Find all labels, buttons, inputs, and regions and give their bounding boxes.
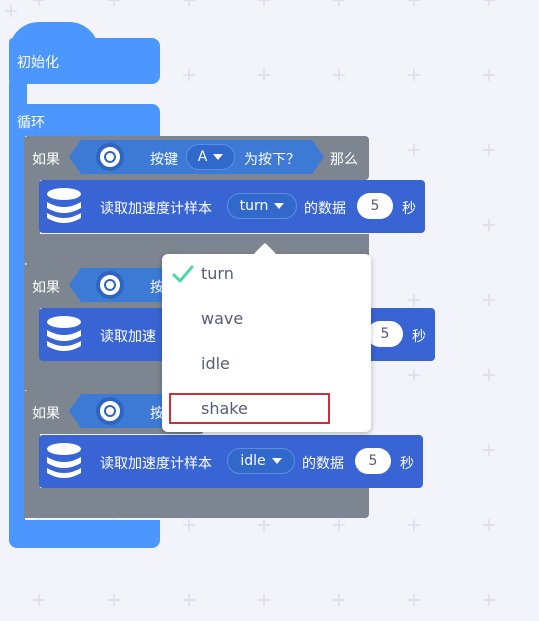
data-label-3: 的数据: [302, 456, 344, 472]
data-label-1: 的数据: [304, 201, 346, 217]
seconds-input-2[interactable]: 5: [367, 321, 403, 347]
loop-block[interactable]: 循环: [9, 104, 160, 136]
loop-label: 循环: [17, 115, 45, 131]
sec-unit-3: 秒: [400, 456, 414, 472]
sample-dropdown-3[interactable]: idle: [227, 448, 295, 474]
menu-item-idle[interactable]: idle: [201, 354, 230, 373]
then-label-1: 那么: [330, 152, 358, 168]
toggle-circle-icon: [96, 271, 124, 299]
button-label-3: 按: [150, 406, 164, 422]
sec-unit-2: 秒: [412, 329, 426, 345]
seconds-input-3[interactable]: 5: [355, 448, 391, 474]
button-label-1: 按键: [150, 152, 178, 168]
menu-item-turn[interactable]: turn: [201, 264, 234, 283]
sec-unit-1: 秒: [402, 201, 416, 217]
init-notch: [9, 82, 27, 108]
if-label-1: 如果: [32, 152, 60, 168]
loop-bottom: [9, 520, 160, 548]
menu-item-shake[interactable]: shake: [201, 399, 248, 418]
chevron-down-icon: [271, 458, 282, 464]
sample-dropdown-1[interactable]: turn: [227, 193, 297, 219]
button-select-dropdown[interactable]: A: [186, 144, 235, 170]
database-icon: [47, 188, 81, 223]
database-icon: [47, 443, 81, 478]
sample-dropdown-menu: turn wave idle shake: [162, 242, 371, 432]
read-label-3: 读取加速度计样本: [100, 456, 212, 472]
chevron-down-icon: [274, 203, 285, 209]
if-label-2: 如果: [32, 280, 60, 296]
chevron-down-icon: [213, 154, 224, 160]
loop-arm: [9, 134, 25, 530]
button-label-2: 按: [150, 280, 164, 296]
pressed-label-1: 为按下？: [244, 152, 300, 168]
check-icon: [172, 265, 194, 283]
highlight-box: [169, 393, 330, 424]
read-label-2: 读取加速: [100, 329, 156, 345]
read-accel-block-3[interactable]: 读取加速度计样本 idle 的数据 5 秒: [39, 435, 423, 488]
button-value: A: [197, 149, 208, 165]
init-block[interactable]: 初始化: [9, 38, 160, 84]
init-label: 初始化: [17, 55, 59, 71]
toggle-circle-icon: [96, 143, 124, 171]
read-accel-block-1[interactable]: 读取加速度计样本 turn 的数据 5 秒: [39, 180, 425, 233]
seconds-input-1[interactable]: 5: [357, 193, 393, 219]
toggle-circle-icon: [96, 397, 124, 425]
menu-item-wave[interactable]: wave: [201, 309, 244, 328]
sample-value-3: idle: [240, 453, 266, 469]
read-label-1: 读取加速度计样本: [100, 201, 212, 217]
database-icon: [47, 316, 81, 351]
if-bottom-3: [24, 488, 369, 518]
if-label-3: 如果: [32, 406, 60, 422]
sample-value-1: turn: [239, 198, 269, 214]
